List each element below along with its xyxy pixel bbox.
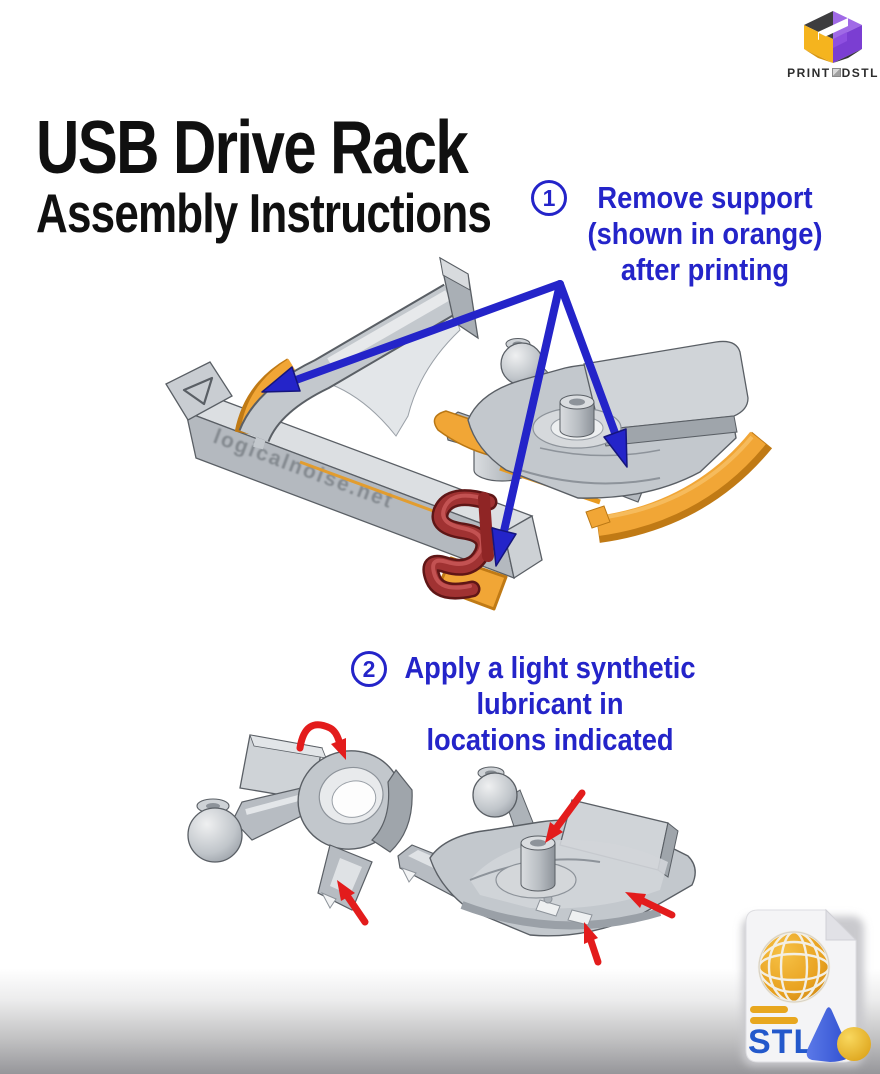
figure2-lubrication [187,721,696,966]
support-callout-arrows [261,280,628,567]
swing-arm-part [187,734,413,911]
blue-arrow-line-left [292,280,564,384]
brand-logo [793,8,873,71]
blue-arrow-line-right [556,280,619,437]
red-arrowhead-e3 [584,922,598,944]
globe-icon [757,930,831,1004]
figure1-remove-support: logicalnoise.net [165,256,773,611]
step2-number-badge: 2 [351,651,387,687]
step1-line2: (shown in orange) [587,216,823,251]
brand-word-print: PRINT [787,66,831,80]
red-curved-arrow [296,721,343,752]
blue-arrowhead-bottom [491,527,517,567]
blue-arrowhead-right [603,428,628,468]
brand-cube-icon [804,11,862,63]
page-title-line2: Assembly Instructions [36,182,492,244]
step1-line1: Remove support [597,180,813,215]
stl-label: STL [748,1023,815,1061]
red-arrow-line-e2 [639,897,676,919]
spring-clip-part [422,489,508,611]
assembled-rack-part [397,766,696,937]
red-arrow-line-e1 [553,789,586,831]
page-title-line1: USB Drive Rack [36,105,469,189]
page-fold-corner [825,908,858,941]
brand-mini-cube-icon [831,68,841,77]
step1-line3: after printing [620,252,790,287]
step2-line1: Apply a light synthetic [404,650,696,685]
sphere-icon [837,1027,871,1061]
red-arrow-line-d2 [344,893,369,926]
step1-instructions: Remove support (shown in orange) after p… [564,180,846,288]
brand-word-dstl: DSTL [841,66,879,80]
text-line-decor-1 [750,1006,788,1013]
step1-number-badge: 1 [531,180,567,216]
support-strip [299,460,437,514]
lubrication-arrows [296,721,676,966]
red-arrowhead-e1 [545,822,563,843]
step2-line2: lubricant in [476,686,624,721]
blue-arrowhead-left [261,366,301,393]
blue-arrow-line-bottom [500,280,564,535]
step2-line3: locations indicated [426,722,674,757]
stl-file-badge: STL [742,908,871,1066]
red-arrowhead-e2 [625,892,646,908]
red-arrowhead-d2 [337,880,355,901]
red-arrowhead-d1 [331,738,346,760]
red-arrow-line-e3 [587,937,602,966]
support-band [596,431,766,536]
step2-instructions: Apply a light synthetic lubricant in loc… [365,650,735,758]
brand-wordmark: PRINT DSTL [783,64,880,82]
